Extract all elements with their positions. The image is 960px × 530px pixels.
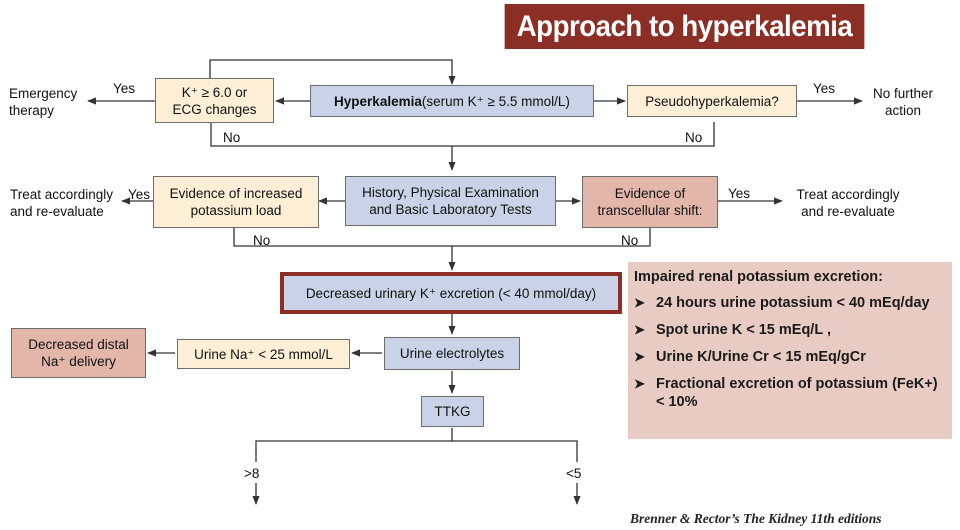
panel-criterion: ➤ 24 hours urine potassium < 40 mEq/day	[634, 294, 944, 312]
ttkg-low-label: <5	[566, 466, 582, 481]
urine-na-box: Urine Na⁺ < 25 mmol/L	[177, 339, 350, 369]
pseudohyperkalemia-box: Pseudohyperkalemia?	[627, 85, 797, 117]
edge-ttkg-split	[255, 428, 578, 462]
transcellular-shift-box: Evidence of transcellular shift:	[582, 176, 718, 228]
hyperkalemia-detail-text: (serum K⁺ ≥ 5.5 mmol/L)	[421, 93, 570, 109]
ttkg-box: TTKG	[421, 396, 484, 427]
yes-label-emergency: Yes	[113, 81, 136, 96]
no-label-shift: No	[621, 233, 639, 248]
yes-label-pseudo: Yes	[813, 81, 836, 96]
yes-label-shift: Yes	[728, 186, 751, 201]
no-label-pseudo: No	[685, 130, 703, 145]
treat-right-label: Treat accordingly and re-evaluate	[796, 187, 900, 219]
urine-electrolytes-box: Urine electrolytes	[384, 337, 520, 370]
impaired-excretion-panel: Impaired renal potassium excretion: ➤ 24 …	[628, 262, 952, 439]
arrowhead-bullet-icon: ➤	[634, 376, 645, 391]
no-label-load: No	[253, 233, 271, 248]
panel-criteria-list: ➤ 24 hours urine potassium < 40 mEq/day ➤…	[634, 294, 944, 411]
history-box: History, Physical Examination and Basic …	[345, 176, 556, 226]
yes-label-load: Yes	[128, 187, 151, 202]
decreased-excretion-box: Decreased urinary K⁺ excretion (< 40 mmo…	[280, 272, 622, 314]
panel-criterion-text: Urine K/Urine Cr < 15 mEq/gCr	[656, 349, 866, 365]
increased-load-box: Evidence of increased potassium load	[153, 176, 319, 228]
edge-no-k	[210, 122, 715, 147]
source-credit: Brenner & Rector’s The Kidney 11th editi…	[630, 511, 882, 526]
ttkg-high-label: >8	[244, 466, 260, 481]
hyperkalemia-bold-text: Hyperkalemia	[334, 93, 422, 109]
arrowhead-bullet-icon: ➤	[634, 322, 645, 337]
panel-criterion: ➤ Spot urine K < 15 mEq/L ,	[634, 321, 944, 339]
treat-left-label: Treat accordingly and re-evaluate	[10, 187, 114, 219]
arrowhead-bullet-icon: ➤	[634, 295, 645, 310]
k-criteria-box: K⁺ ≥ 6.0 or ECG changes	[155, 78, 274, 123]
edge-entry	[209, 59, 456, 85]
arrowhead-bullet-icon: ➤	[634, 349, 645, 364]
hyperkalemia-box: Hyperkalemia (serum K⁺ ≥ 5.5 mmol/L)	[310, 85, 594, 117]
panel-criterion-text: Fractional excretion of potassium (FeK+)…	[656, 376, 938, 410]
edge-no-load	[233, 228, 651, 247]
decreased-distal-na-box: Decreased distal Na⁺ delivery	[11, 328, 146, 378]
panel-criterion-text: Spot urine K < 15 mEq/L ,	[656, 322, 831, 338]
panel-criterion: ➤ Urine K/Urine Cr < 15 mEq/gCr	[634, 348, 944, 366]
panel-heading: Impaired renal potassium excretion:	[634, 269, 883, 285]
panel-criterion: ➤ Fractional excretion of potassium (FeK+…	[634, 375, 944, 411]
title-banner: Approach to hyperkalemia	[504, 4, 865, 49]
emergency-therapy-label: Emergency therapy	[9, 86, 78, 118]
no-further-action-label: No further action	[872, 86, 934, 118]
panel-criterion-text: 24 hours urine potassium < 40 mEq/day	[656, 295, 930, 311]
no-label-k: No	[223, 130, 241, 145]
